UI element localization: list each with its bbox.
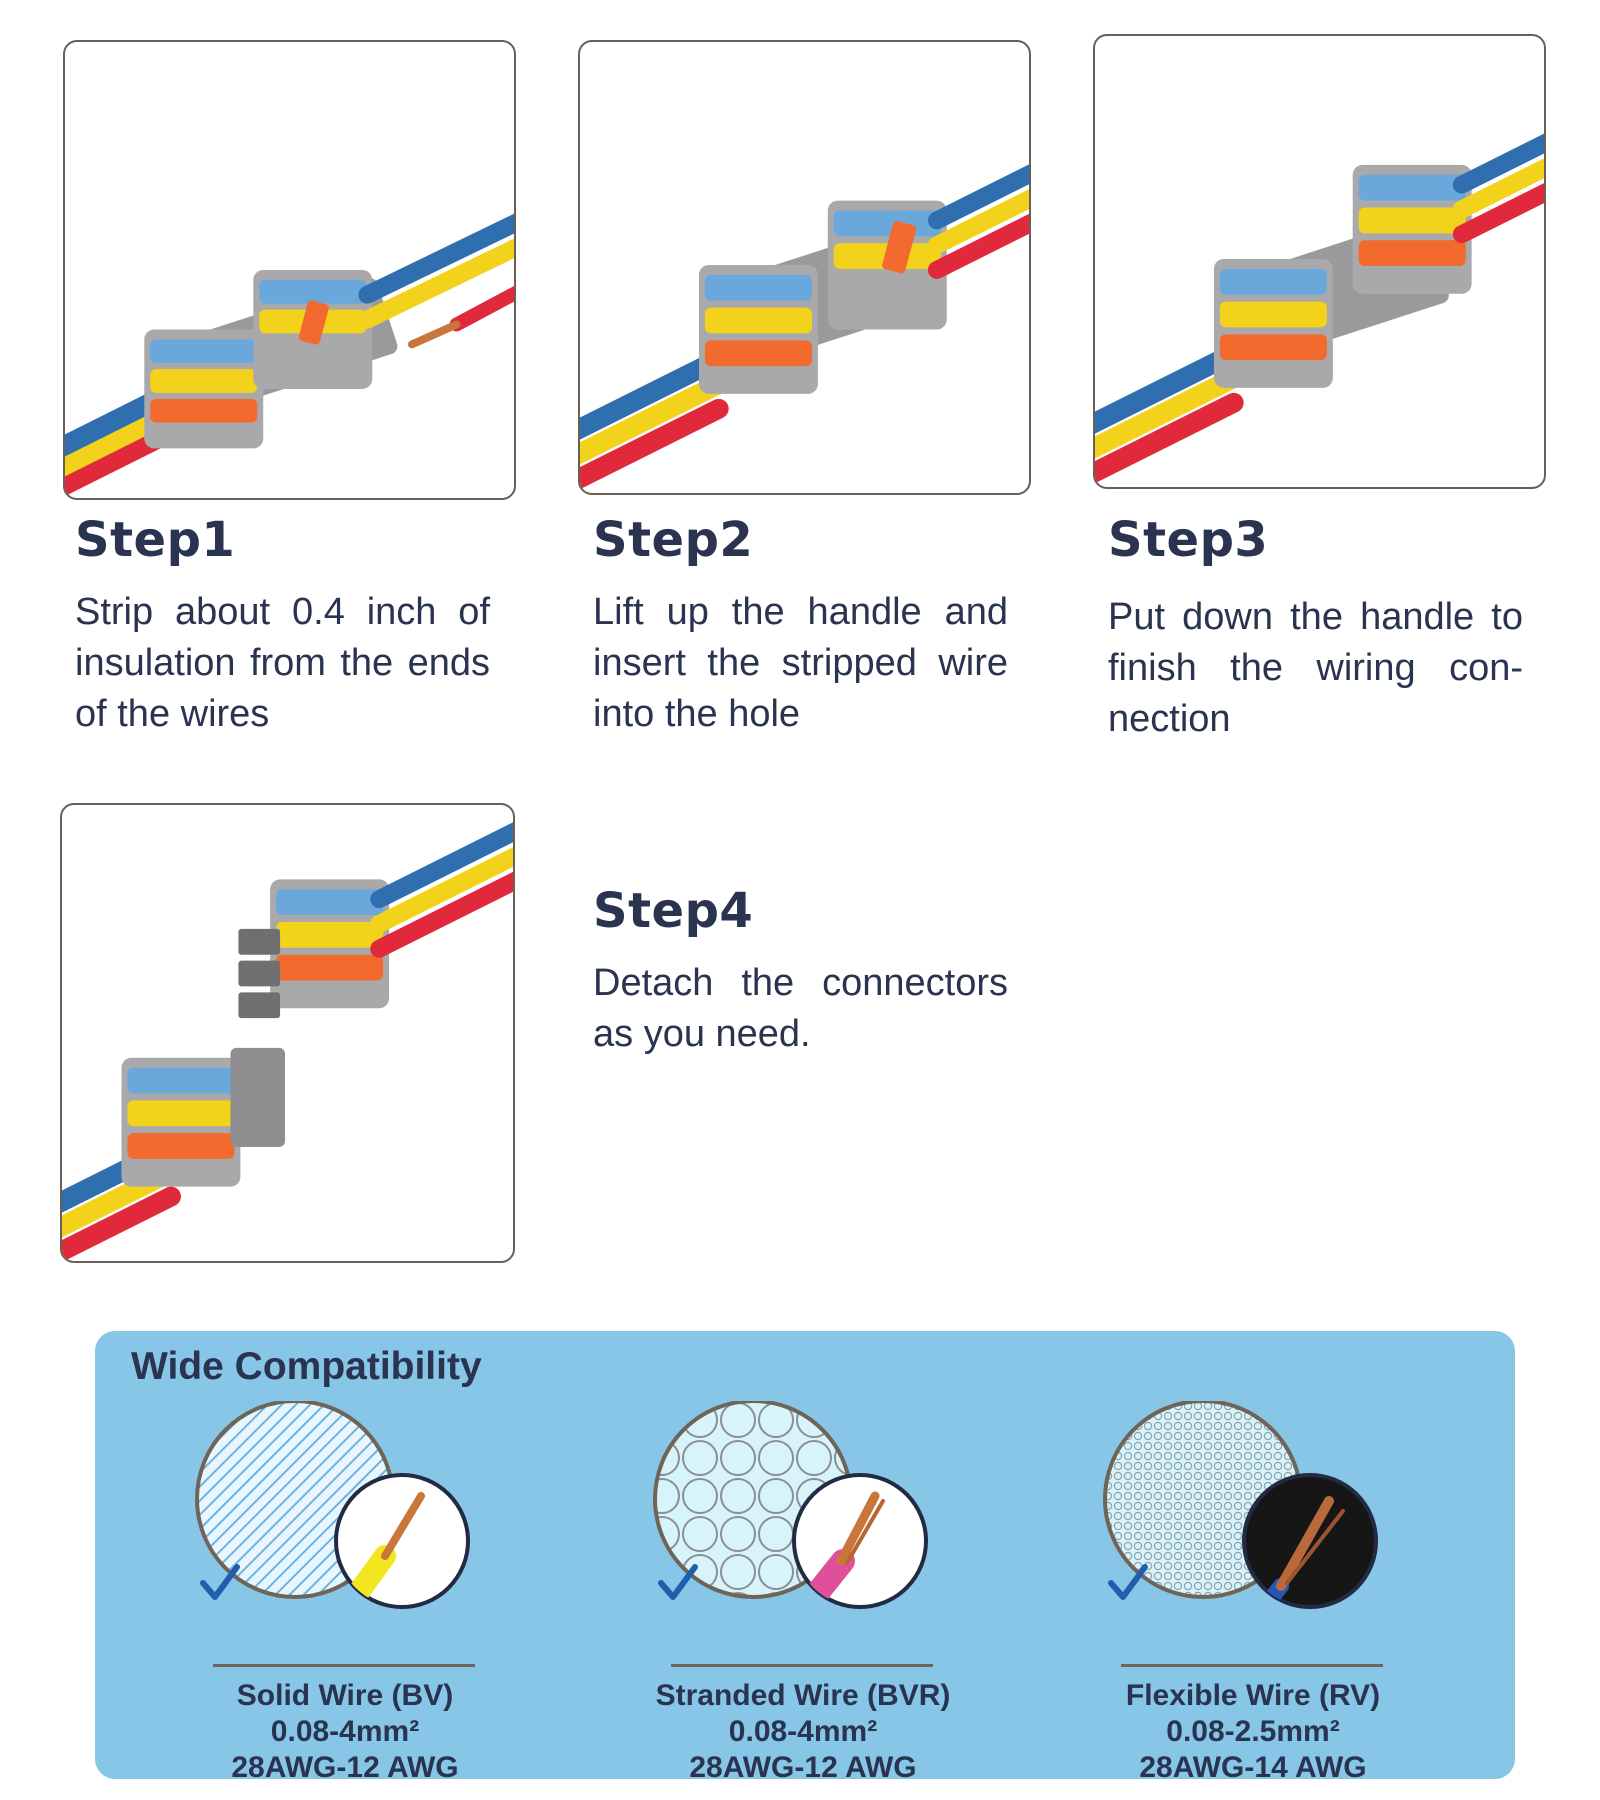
step2-title: Step2 [593,512,754,568]
stranded-wire-icon [653,1401,928,1609]
wire-connector-illustration [580,164,1029,490]
step2-description: Lift up the handle and insert the stripp… [593,591,1008,735]
step1-title: Step1 [75,512,236,568]
step2-photo [578,40,1031,495]
step1-description: Strip about 0.4 inch of insulation from … [75,591,490,735]
wire-name: Flexible Wire (RV) [1125,1679,1381,1712]
wire-name: Solid Wire (BV) [236,1679,454,1712]
step4-photo [60,803,515,1263]
wire-divider [1121,1664,1383,1667]
step1-photo [63,40,516,500]
wire-connector-illustration [65,213,514,497]
wire-size: 0.08-4mm² [270,1715,420,1748]
step3-photo [1093,34,1546,489]
compatibility-title: Wide Compatibility [131,1345,482,1388]
wire-connector-illustration [62,822,513,1261]
wire-awg: 28AWG-12 AWG [689,1751,917,1784]
wire-awg: 28AWG-14 AWG [1139,1751,1367,1784]
wire-name: Stranded Wire (BVR) [655,1679,951,1712]
compatibility-panel: Wide Compatibility Solid Wire (BV) 0.08-… [95,1331,1515,1784]
wire-size: 0.08-4mm² [728,1715,878,1748]
wire-divider [213,1664,475,1667]
solid-wire-icon [195,1401,470,1609]
wire-connector-illustration [1095,133,1544,484]
wire-type-solid: Solid Wire (BV) 0.08-4mm² 28AWG-12 AWG [185,1401,485,1784]
step3-description: Put down the handle to finish the wiring… [1108,596,1523,740]
wire-size: 0.08-2.5mm² [1166,1715,1340,1748]
wire-type-flexible: Flexible Wire (RV) 0.08-2.5mm² 28AWG-14 … [1093,1401,1393,1784]
step4-description: Detach the connectors as you need. [593,962,1008,1055]
step3-title: Step3 [1108,512,1269,568]
wire-type-stranded: Stranded Wire (BVR) 0.08-4mm² 28AWG-12 A… [643,1401,950,1784]
wire-awg: 28AWG-12 AWG [231,1751,459,1784]
step4-title: Step4 [593,883,754,939]
wire-divider [671,1664,933,1667]
flexible-wire-icon [1103,1401,1378,1609]
